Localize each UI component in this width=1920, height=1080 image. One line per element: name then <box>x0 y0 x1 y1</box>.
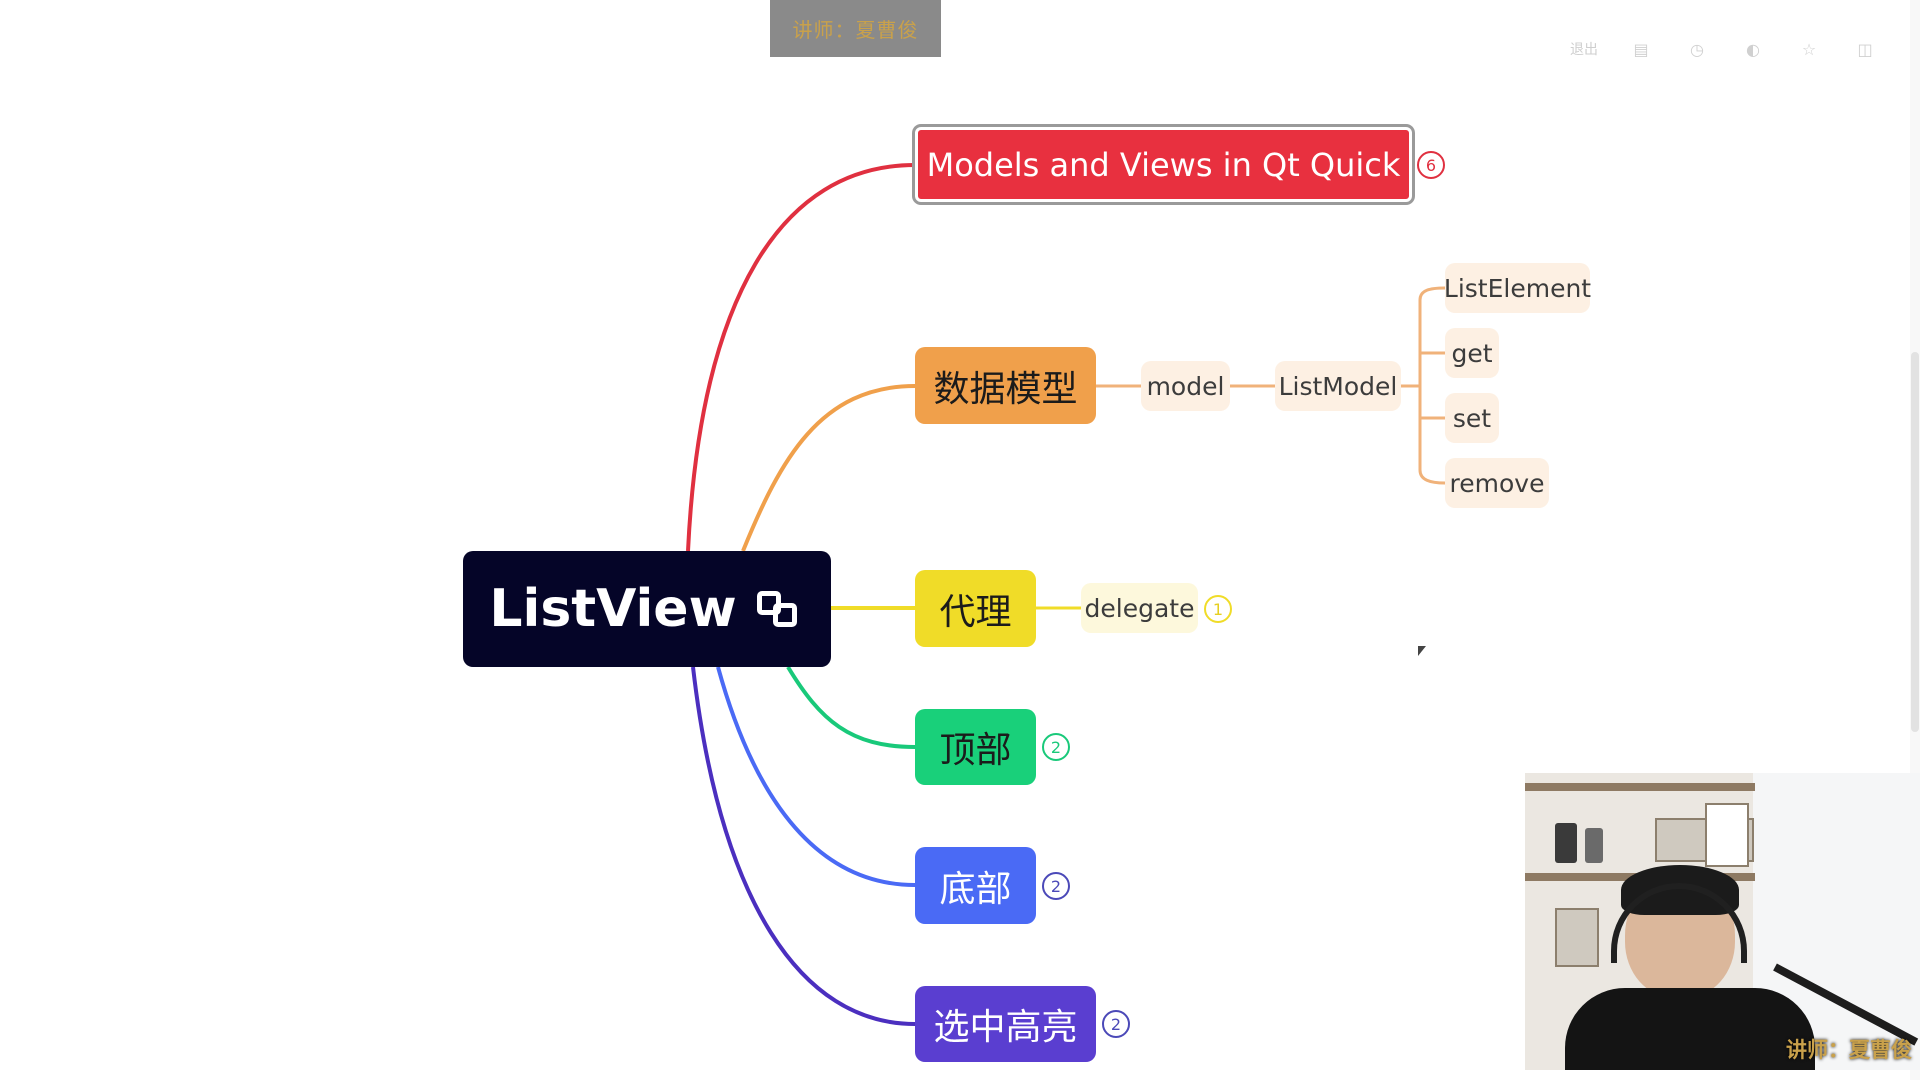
subtopic-get-label: get <box>1451 338 1493 368</box>
topic-delegate-label: 代理 <box>939 591 1012 633</box>
theme-icon[interactable]: ◐ <box>1746 39 1760 59</box>
webcam-person-body <box>1565 988 1815 1070</box>
topic-highlight[interactable]: 选中高亮 <box>915 986 1096 1062</box>
link-icon[interactable] <box>755 589 805 629</box>
topic-highlight-label: 选中高亮 <box>933 1007 1078 1048</box>
subtopic-get[interactable]: get <box>1445 328 1499 378</box>
instructor-webcam: 讲师：夏曹俊 <box>1525 773 1920 1070</box>
scrollbar-thumb[interactable] <box>1911 352 1919 732</box>
topic-data-model[interactable]: 数据模型 <box>915 347 1096 424</box>
connector-models-views <box>686 163 916 552</box>
subtopic-model[interactable]: model <box>1141 361 1230 411</box>
mouse-cursor <box>1418 646 1426 656</box>
subtopic-model-label: model <box>1146 371 1225 401</box>
webcam-caption: 讲师：夏曹俊 <box>1786 1038 1912 1062</box>
subtopic-set[interactable]: set <box>1445 393 1499 443</box>
subtopic-remove-label: remove <box>1449 468 1545 498</box>
collapsed-count-badge[interactable]: 2 <box>1042 733 1070 761</box>
panel-icon[interactable]: ◫ <box>1857 39 1873 59</box>
webcam-shelf <box>1525 783 1755 791</box>
star-icon[interactable]: ☆ <box>1801 39 1817 59</box>
subtopic-listmodel[interactable]: ListModel <box>1275 361 1401 411</box>
webcam-certificate <box>1555 908 1599 967</box>
history-icon[interactable]: ◷ <box>1690 39 1704 59</box>
root-topic-label: ListView <box>489 579 737 639</box>
connector-footer <box>716 666 916 887</box>
connector-header <box>786 665 916 749</box>
topic-header-label: 顶部 <box>939 730 1012 771</box>
subtopic-listelement-label: ListElement <box>1443 273 1592 303</box>
subtopic-set-label: set <box>1452 403 1492 433</box>
topic-models-views[interactable]: Models and Views in Qt Quick <box>915 127 1412 202</box>
top-toolbar: 退出 ▤ ◷ ◐ ☆ ◫ <box>1570 36 1878 62</box>
webcam-trophy <box>1555 823 1577 863</box>
subtopic-remove[interactable]: remove <box>1445 458 1549 508</box>
subtopic-delegate[interactable]: delegate <box>1081 583 1198 633</box>
topic-header[interactable]: 顶部 <box>915 709 1036 785</box>
connector-listmodel-children <box>1401 286 1446 485</box>
exit-button[interactable]: 退出 <box>1570 42 1598 58</box>
collapsed-count-badge[interactable]: 6 <box>1417 151 1445 179</box>
vertical-scrollbar[interactable] <box>1910 0 1920 1080</box>
topic-models-views-label: Models and Views in Qt Quick <box>926 145 1401 184</box>
outline-icon[interactable]: ▤ <box>1633 39 1649 59</box>
connector-highlight <box>691 666 916 1026</box>
collapsed-count-badge[interactable]: 2 <box>1042 872 1070 900</box>
subtopic-listelement[interactable]: ListElement <box>1443 263 1592 313</box>
topic-delegate[interactable]: 代理 <box>915 570 1036 647</box>
topic-footer-label: 底部 <box>939 868 1012 910</box>
webcam-certificate <box>1655 818 1707 862</box>
webcam-trophy <box>1585 828 1603 863</box>
webcam-certificate <box>1705 803 1749 867</box>
topic-footer[interactable]: 底部 <box>915 847 1036 924</box>
collapsed-count-badge[interactable]: 2 <box>1102 1010 1130 1038</box>
connector-data-model <box>741 384 916 552</box>
subtopic-delegate-label: delegate <box>1084 593 1195 623</box>
collapsed-count-badge[interactable]: 1 <box>1204 595 1232 623</box>
root-topic[interactable]: ListView <box>463 551 831 667</box>
subtopic-listmodel-label: ListModel <box>1278 371 1398 401</box>
topic-data-model-label: 数据模型 <box>933 368 1078 410</box>
instructor-watermark: 讲师：夏曹俊 <box>770 0 941 57</box>
